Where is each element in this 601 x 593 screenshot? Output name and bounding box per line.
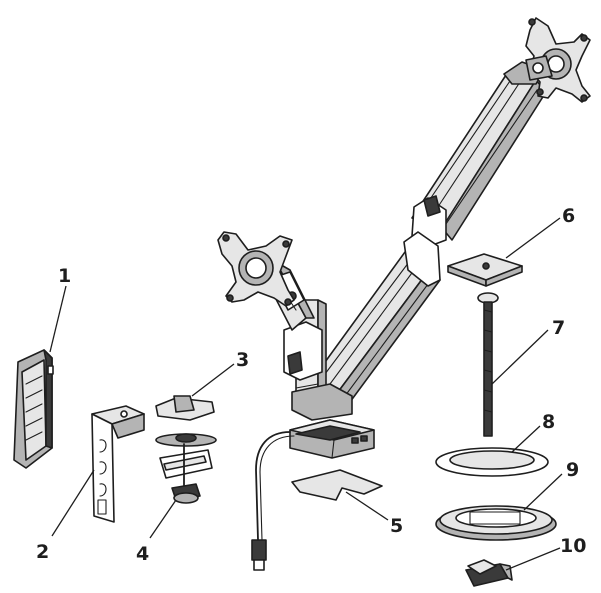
callout-5: 5 bbox=[390, 515, 403, 537]
part-7-bolt bbox=[477, 292, 499, 437]
callout-10: 10 bbox=[560, 535, 586, 557]
leader-7 bbox=[491, 329, 549, 385]
callout-3: 3 bbox=[236, 349, 249, 371]
callout-8: 8 bbox=[542, 411, 555, 433]
vesa-plate-right bbox=[525, 17, 591, 103]
lower-arm bbox=[311, 231, 441, 403]
center-column bbox=[283, 299, 353, 421]
leader-8 bbox=[511, 425, 541, 453]
upper-arm bbox=[411, 61, 547, 247]
base-with-usb-ports bbox=[289, 419, 375, 459]
leader-6 bbox=[505, 217, 561, 259]
leader-4 bbox=[149, 499, 177, 539]
callout-2: 2 bbox=[36, 541, 49, 563]
leader-lines bbox=[49, 217, 563, 571]
leader-10 bbox=[505, 547, 561, 571]
callout-6: 6 bbox=[562, 205, 575, 227]
callout-1: 1 bbox=[58, 265, 71, 287]
part-9-ring bbox=[435, 505, 557, 541]
part-8-washer bbox=[435, 447, 549, 477]
monitor-arm-assembly bbox=[217, 17, 591, 571]
vesa-plate-left bbox=[217, 231, 295, 307]
part-5-plate bbox=[291, 469, 383, 501]
callout-7: 7 bbox=[552, 317, 565, 339]
part-4-clamp bbox=[155, 433, 217, 504]
callout-4: 4 bbox=[136, 543, 149, 565]
leader-2 bbox=[51, 469, 95, 537]
leader-9 bbox=[523, 473, 563, 511]
part-1-cover bbox=[13, 349, 54, 469]
part-3-plate bbox=[155, 395, 215, 421]
leader-5 bbox=[345, 491, 389, 521]
part-10-knob bbox=[465, 559, 513, 587]
leader-1 bbox=[49, 285, 67, 353]
callout-9: 9 bbox=[566, 459, 579, 481]
part-2-bracket bbox=[91, 405, 145, 523]
part-6-plate bbox=[447, 253, 523, 287]
leader-3 bbox=[191, 363, 235, 397]
callout-numbers: 1 2 3 4 5 6 7 8 9 10 bbox=[36, 205, 586, 565]
usb-cable bbox=[251, 431, 295, 571]
